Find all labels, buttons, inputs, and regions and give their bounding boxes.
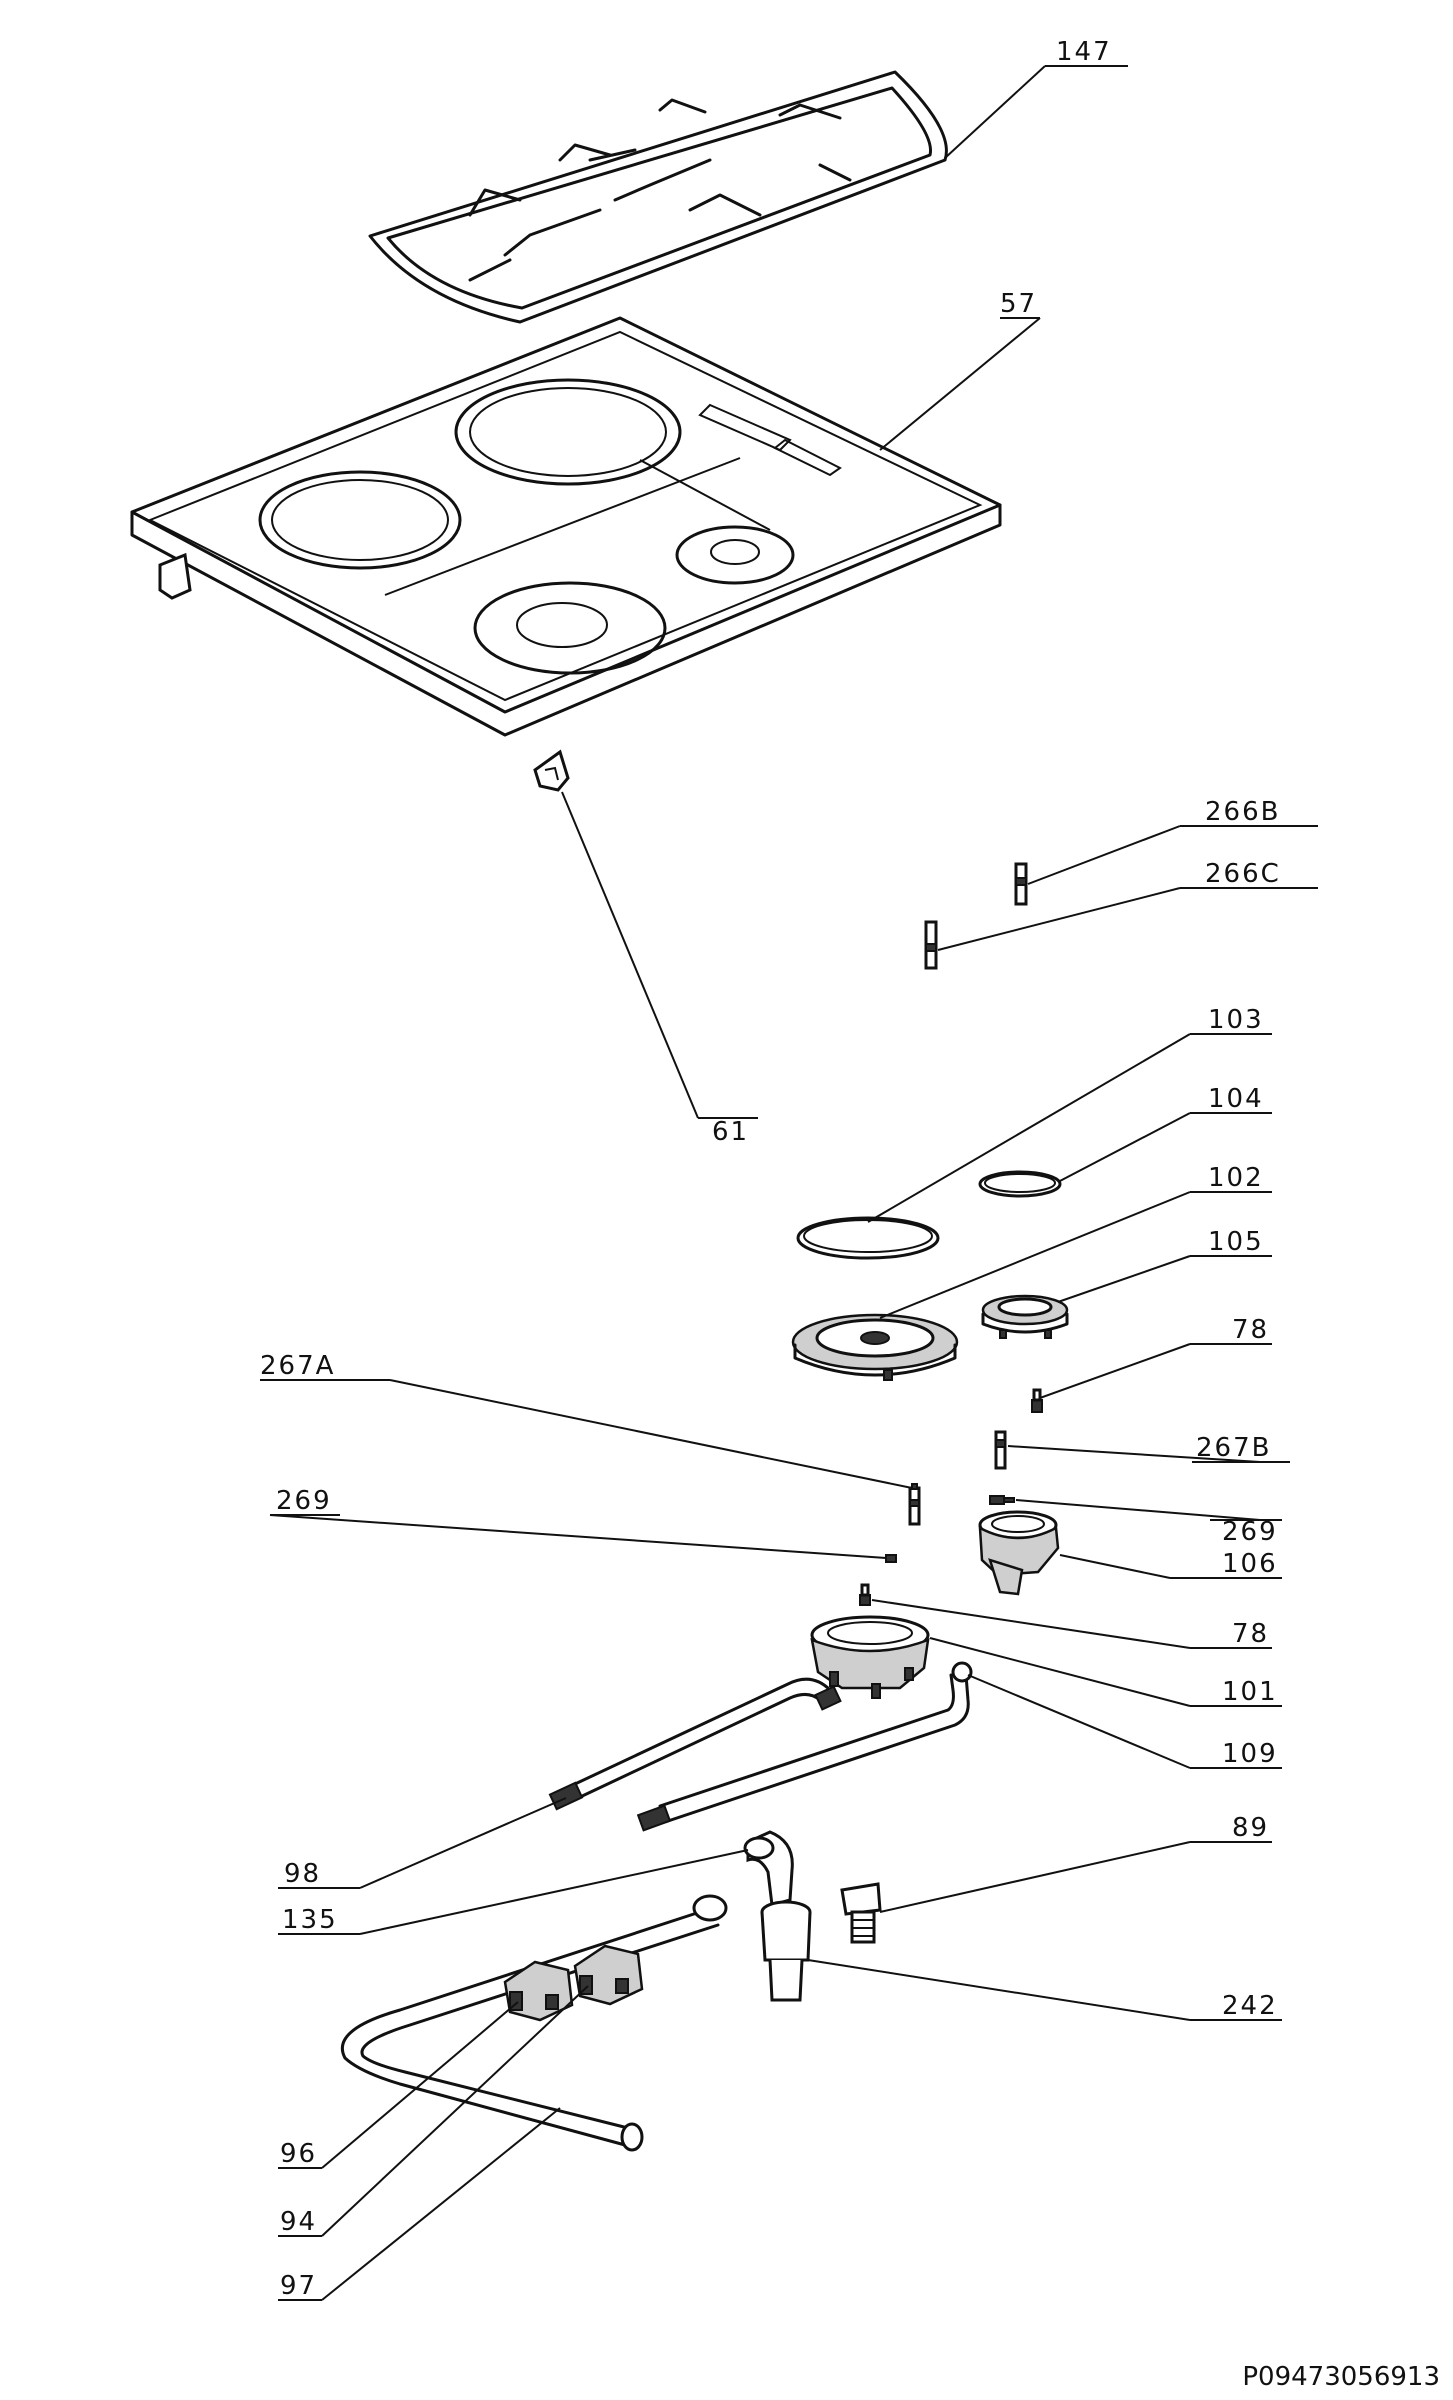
label-267b: 267B xyxy=(1196,1433,1271,1463)
burner-head-105[interactable] xyxy=(981,1294,1069,1339)
leader-105 xyxy=(1057,1255,1191,1303)
label-97: 97 xyxy=(280,2271,317,2301)
nut-89[interactable] xyxy=(840,1882,882,1944)
label-269-left: 269 xyxy=(276,1486,332,1516)
label-103: 103 xyxy=(1208,1005,1264,1035)
label-104: 104 xyxy=(1208,1084,1264,1114)
gas-pipe-98[interactable] xyxy=(548,1677,842,1811)
label-135: 135 xyxy=(282,1905,338,1935)
part-labels: 147 57 266B 266C 61 103 104 102 105 78 2… xyxy=(260,37,1281,2301)
leader-266b xyxy=(1027,825,1181,885)
electrode-266c[interactable] xyxy=(924,920,938,970)
label-98: 98 xyxy=(284,1859,321,1889)
thermocouple-267a[interactable] xyxy=(908,1483,921,1526)
pan-support-grid-147[interactable] xyxy=(368,70,948,324)
clip-61[interactable] xyxy=(533,749,570,792)
leader-89 xyxy=(879,1841,1191,1913)
leader-103 xyxy=(867,1033,1191,1223)
injector-78-top[interactable] xyxy=(1031,1388,1043,1413)
label-89: 89 xyxy=(1232,1813,1269,1843)
leader-lines xyxy=(269,65,1261,2301)
electrode-266b[interactable] xyxy=(1014,862,1028,906)
leader-98 xyxy=(359,1797,567,1889)
gas-tap-96[interactable] xyxy=(503,1960,574,2022)
leader-97 xyxy=(321,2107,561,2301)
burner-head-102[interactable] xyxy=(791,1313,959,1381)
hob-clip-left[interactable] xyxy=(158,552,192,600)
burner-base-101[interactable] xyxy=(810,1615,930,1699)
gas-tap-94[interactable] xyxy=(573,1944,644,2006)
leader-269b xyxy=(1015,1499,1261,1521)
leader-78a xyxy=(1039,1343,1191,1399)
burner-cap-103[interactable] xyxy=(796,1216,940,1260)
label-266c: 266C xyxy=(1205,859,1281,889)
label-147: 147 xyxy=(1056,37,1112,67)
label-94: 94 xyxy=(280,2207,317,2237)
connector-242[interactable] xyxy=(760,1900,812,2002)
label-106: 106 xyxy=(1222,1549,1278,1579)
leader-242 xyxy=(807,1959,1191,2021)
leader-267a xyxy=(389,1379,913,1489)
label-105: 105 xyxy=(1208,1227,1264,1257)
label-269-right: 269 xyxy=(1222,1517,1278,1547)
leader-57 xyxy=(879,317,1041,451)
document-id: P09473056913 xyxy=(1242,2362,1440,2392)
leader-104 xyxy=(1057,1112,1191,1183)
leader-269a xyxy=(269,1514,887,1559)
burner-base-106[interactable] xyxy=(978,1510,1060,1596)
leader-61 xyxy=(561,791,699,1119)
label-101: 101 xyxy=(1222,1677,1278,1707)
label-96: 96 xyxy=(280,2139,317,2169)
leader-135 xyxy=(359,1849,749,1935)
label-266b: 266B xyxy=(1205,797,1280,827)
manifold-97[interactable] xyxy=(340,1894,728,2152)
label-78-bottom: 78 xyxy=(1232,1619,1269,1649)
label-109: 109 xyxy=(1222,1739,1278,1769)
leader-147 xyxy=(944,65,1046,159)
label-242: 242 xyxy=(1222,1991,1278,2021)
gas-pipe-109[interactable] xyxy=(636,1661,973,1832)
leader-267b xyxy=(1007,1445,1261,1463)
leader-94 xyxy=(321,1985,589,2237)
screw-269-right[interactable] xyxy=(989,1495,1015,1505)
elbow-135[interactable] xyxy=(743,1830,794,1907)
injector-78-bottom[interactable] xyxy=(859,1583,871,1606)
burner-cap-104[interactable] xyxy=(978,1170,1062,1198)
label-78-top: 78 xyxy=(1232,1315,1269,1345)
label-61: 61 xyxy=(712,1117,749,1147)
leader-102 xyxy=(879,1191,1191,1319)
label-57: 57 xyxy=(1000,289,1037,319)
hob-top-57[interactable] xyxy=(130,316,1002,737)
thermocouple-267b[interactable] xyxy=(994,1430,1007,1470)
label-102: 102 xyxy=(1208,1163,1264,1193)
label-underlines xyxy=(260,65,1318,2301)
leader-101 xyxy=(929,1637,1191,1707)
leader-78b xyxy=(871,1599,1191,1649)
screw-269-left[interactable] xyxy=(885,1554,897,1563)
label-267a: 267A xyxy=(260,1351,335,1381)
leader-109 xyxy=(967,1674,1191,1769)
leader-106 xyxy=(1059,1554,1171,1579)
leader-96 xyxy=(321,2001,519,2169)
leader-266c xyxy=(937,887,1181,951)
